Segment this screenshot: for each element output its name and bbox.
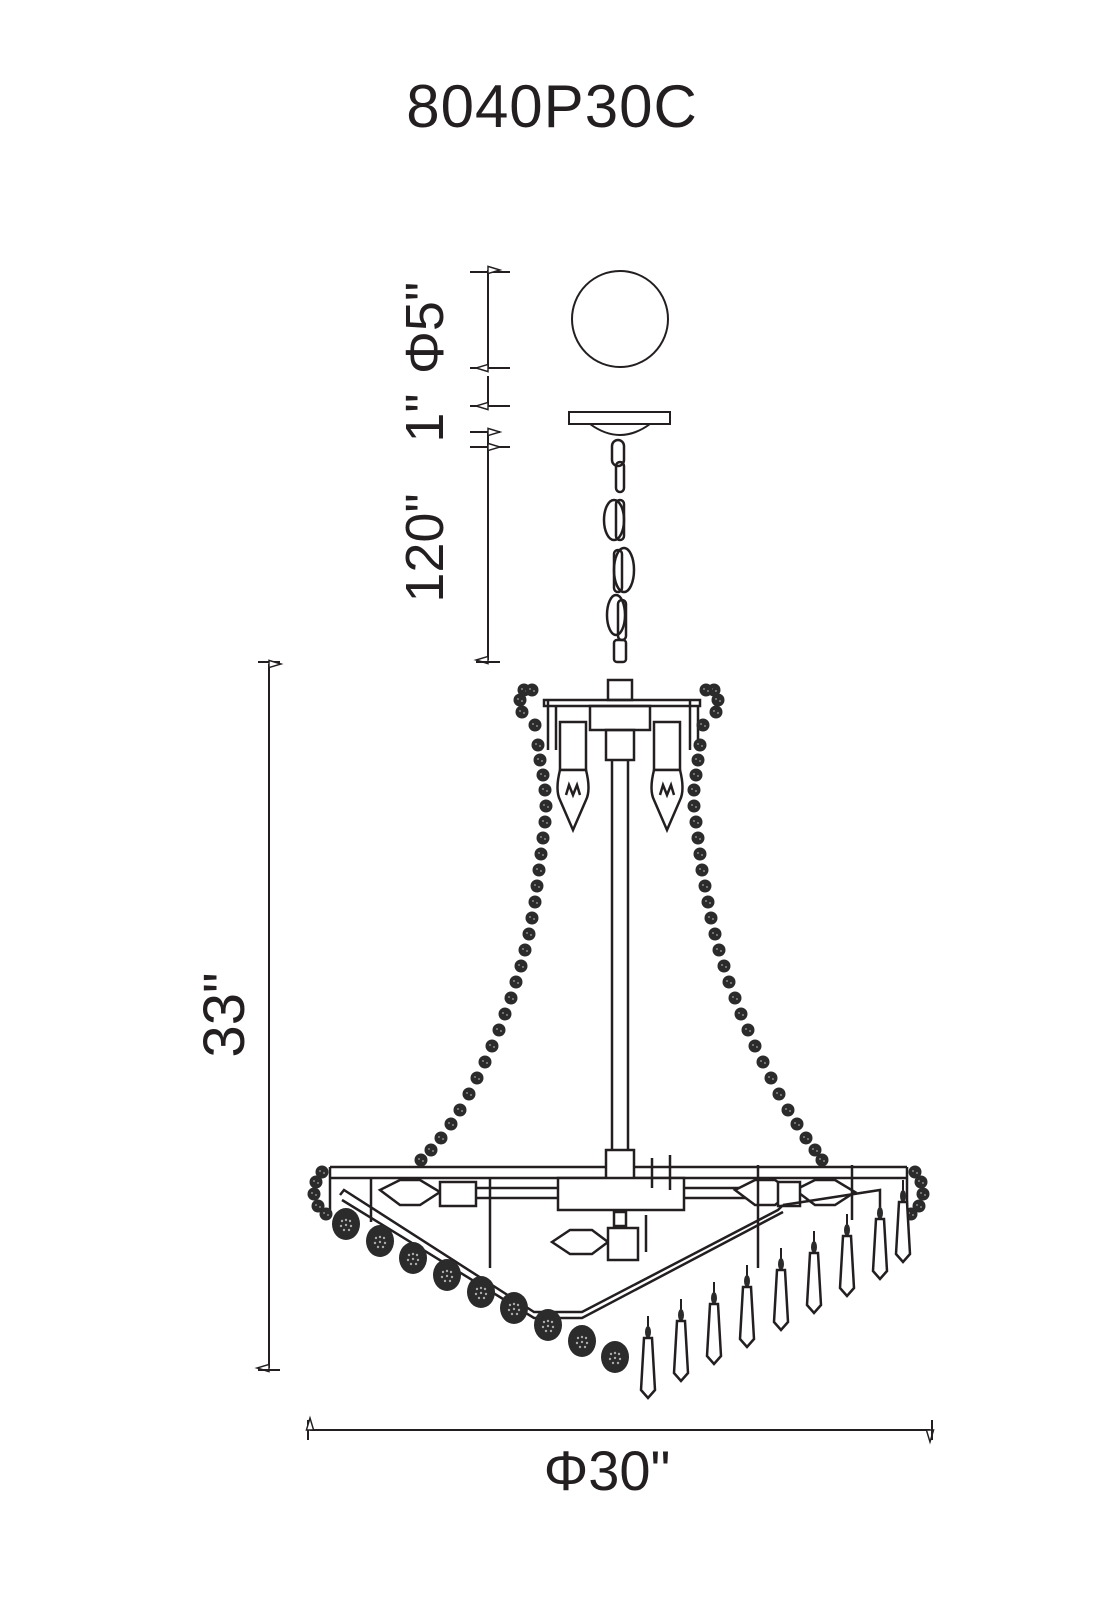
canopy-plate	[568, 411, 671, 425]
side-bead-arcs	[307, 683, 930, 1221]
model-number: 8040P30C	[406, 73, 698, 140]
chain	[602, 438, 636, 664]
canopy-dimension-line	[470, 265, 510, 665]
width-dimension-line	[305, 1415, 935, 1445]
left-bead-chain	[414, 683, 553, 1167]
fixture-diameter-label: Φ30"	[543, 1439, 671, 1502]
canopy-top-view	[571, 270, 669, 368]
bottom-ring	[328, 1148, 909, 1320]
top-crown	[542, 678, 702, 1150]
right-bead-chain	[687, 683, 829, 1167]
height-dimension-line	[254, 659, 284, 1373]
